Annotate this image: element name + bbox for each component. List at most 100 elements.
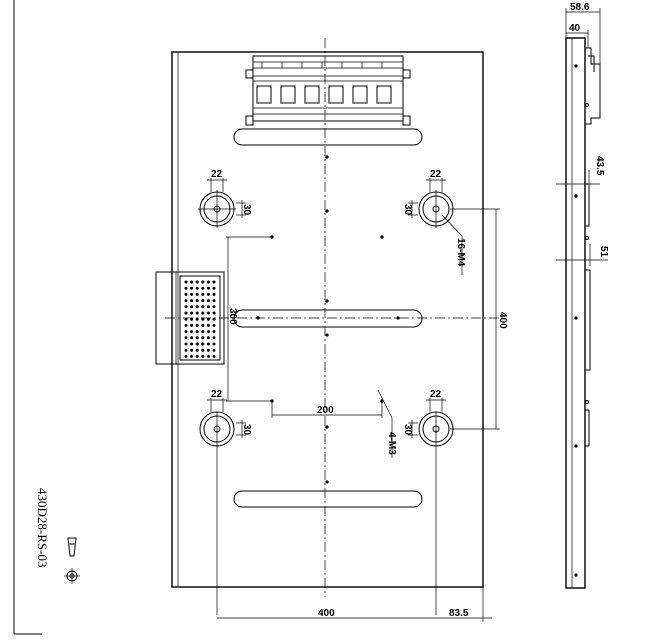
- dim-text-tl-width: 22: [211, 169, 223, 180]
- connector-pin: [184, 336, 188, 340]
- connector-pin: [201, 348, 205, 352]
- panel-outline: [171, 51, 484, 588]
- dim-text-58-6: 58.6: [570, 2, 590, 13]
- boss-top-right: [418, 190, 454, 228]
- side-view: 58.6 40 43.5 51: [556, 2, 609, 589]
- connector-pin: [212, 342, 216, 346]
- connector-pin: [212, 280, 216, 284]
- dim-400-vertical: [450, 208, 500, 430]
- connector-pin: [195, 317, 199, 321]
- dim-text-40: 40: [569, 23, 581, 34]
- connector-pin: [184, 292, 188, 296]
- connector-pin: [195, 354, 199, 358]
- connector-pin: [201, 330, 205, 334]
- boss-dimensions: [207, 178, 446, 438]
- connector-pin: [212, 317, 216, 321]
- connector-pin: [195, 299, 199, 303]
- connector-pin: [201, 342, 205, 346]
- connector-pin: [212, 311, 216, 315]
- connector-pin: [212, 336, 216, 340]
- connector-pin: [212, 292, 216, 296]
- slot-bottom: [233, 490, 423, 508]
- connector-pin: [184, 348, 188, 352]
- dim-bottom: [217, 587, 492, 622]
- connector-pin: [212, 286, 216, 290]
- connector-pin: [195, 292, 199, 296]
- connector-pin: [195, 330, 199, 334]
- connector-pin: [201, 286, 205, 290]
- dim-text-bl-width: 22: [211, 389, 223, 400]
- front-view: 22 30 22 30 22 30 22 30 300 200 400 400 …: [155, 38, 508, 622]
- connector-pin: [195, 305, 199, 309]
- connector-pin: [206, 292, 210, 296]
- connector-pin: [195, 286, 199, 290]
- boss-bottom-left: [199, 411, 235, 615]
- connector-pin: [195, 342, 199, 346]
- connector-pin: [201, 336, 205, 340]
- connector-pin: [195, 323, 199, 327]
- dim-300: [226, 236, 272, 402]
- connector-pin: [184, 286, 188, 290]
- slot-top: [233, 128, 423, 146]
- sheet-border: [13, 0, 42, 635]
- dim-text-43-5: 43.5: [594, 156, 605, 176]
- first-angle-projection-icon: [64, 537, 80, 584]
- connector-pin: [212, 299, 216, 303]
- top-bracket: [245, 55, 411, 126]
- callout-16-m4: 16-M4: [455, 238, 466, 267]
- boss-top-left: [198, 190, 236, 228]
- connector-pin: [190, 305, 194, 309]
- connector-pin: [190, 330, 194, 334]
- mounting-holes: [256, 155, 400, 484]
- callout-4-m3: 4-M3: [386, 432, 397, 455]
- connector-pin: [206, 330, 210, 334]
- dim-text-51: 51: [598, 246, 609, 258]
- connector-pin: [184, 354, 188, 358]
- connector-pin: [206, 317, 210, 321]
- dim-200: [271, 401, 383, 418]
- connector-pin: [201, 292, 205, 296]
- connector-pin: [190, 280, 194, 284]
- connector-pin: [190, 323, 194, 327]
- connector-pin: [206, 354, 210, 358]
- callout-leaders: [377, 214, 463, 458]
- connector-pin: [190, 299, 194, 303]
- connector-pin: [190, 311, 194, 315]
- connector-pin: [201, 311, 205, 315]
- connector-pin: [190, 336, 194, 340]
- connector-pin: [201, 299, 205, 303]
- dim-text-br-width: 22: [430, 389, 442, 400]
- connector-pin: [195, 280, 199, 284]
- connector-pin: [184, 342, 188, 346]
- dim-text-400-bottom: 400: [318, 608, 335, 619]
- dim-text-83-5: 83.5: [449, 608, 469, 619]
- connector-pin: [212, 348, 216, 352]
- connector-pin: [190, 348, 194, 352]
- dim-text-tr-height: 30: [402, 204, 413, 216]
- connector-pin: [184, 305, 188, 309]
- dim-text-tl-height: 30: [241, 204, 252, 216]
- dim-text-br-height: 30: [402, 424, 413, 436]
- connector-pin: [201, 280, 205, 284]
- connector-pin: [212, 323, 216, 327]
- side-outline: [565, 37, 586, 589]
- connector-pin: [195, 348, 199, 352]
- connector-pin: [201, 323, 205, 327]
- connector-pin: [201, 354, 205, 358]
- connector-pin: [190, 292, 194, 296]
- connector-pin: [184, 323, 188, 327]
- boss-bottom-right: [418, 411, 454, 615]
- connector-pin: [190, 342, 194, 346]
- connector-pin: [206, 342, 210, 346]
- connector-pin: [184, 299, 188, 303]
- connector-pin: [201, 317, 205, 321]
- connector-pin: [206, 323, 210, 327]
- dim-text-200: 200: [317, 405, 334, 416]
- connector-pin: [206, 311, 210, 315]
- connector-pin: [206, 348, 210, 352]
- connector-pin: [184, 280, 188, 284]
- connector-pin: [190, 317, 194, 321]
- connector-pin: [206, 286, 210, 290]
- dim-text-tr-width: 22: [430, 169, 442, 180]
